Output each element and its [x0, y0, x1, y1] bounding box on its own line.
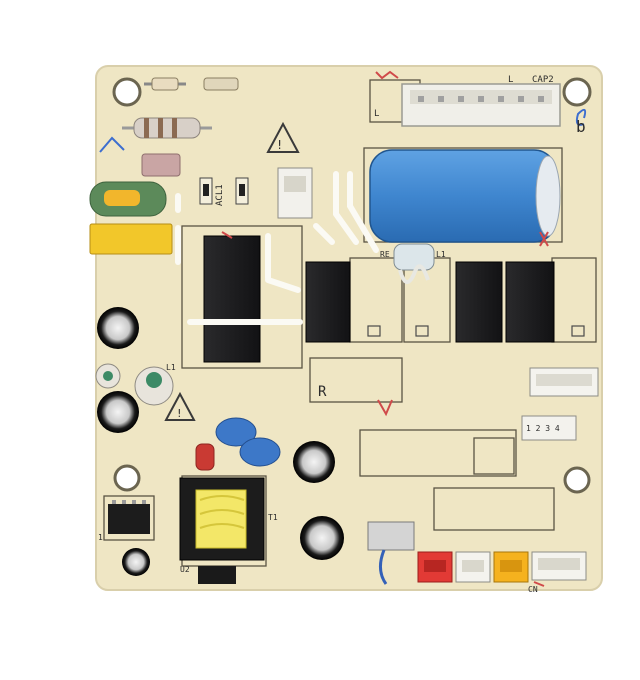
main-relay	[203, 235, 261, 363]
label-re: RE	[380, 250, 390, 259]
wire-lug	[393, 243, 435, 284]
red-connector	[417, 551, 453, 583]
label-cap2: CAP2	[532, 75, 554, 85]
y-capacitor-1	[215, 417, 257, 447]
top-header-connector	[401, 83, 561, 127]
y-capacitor-2	[239, 437, 281, 467]
small-transistors	[199, 177, 249, 205]
power-resistor	[122, 117, 212, 139]
blue-run-capacitor	[369, 149, 561, 243]
small-inductor	[95, 363, 121, 389]
white-connector-right-1	[529, 367, 599, 397]
label-pins: 1 2 3 4	[526, 424, 560, 433]
warning-triangle-left: !	[164, 391, 196, 421]
electrolytic-cap-2	[97, 391, 139, 433]
small-white-connector	[277, 167, 313, 219]
relay-symbols	[367, 325, 585, 337]
orange-connector	[493, 551, 529, 583]
transformer-t1	[179, 477, 265, 561]
red-resistor	[195, 443, 215, 471]
label-l-left: L	[374, 109, 379, 119]
relay-2	[455, 261, 503, 343]
label-l1-left: L1	[166, 363, 176, 372]
label-r-mark: R	[318, 384, 327, 400]
mounting-hole-top-right	[562, 77, 592, 107]
inductor-l1	[134, 366, 174, 406]
label-u2: U2	[180, 565, 190, 574]
label-l-top: L	[508, 75, 513, 85]
blue-wire	[379, 549, 388, 585]
resistor-top-1	[144, 77, 186, 91]
label-mark-b: b	[576, 117, 586, 136]
svg-text:!: !	[176, 407, 183, 420]
electrolytic-cap-4	[300, 516, 344, 560]
white-connector-bottom	[455, 551, 491, 583]
label-cn: CN	[528, 585, 538, 594]
label-t1: T1	[268, 513, 278, 522]
blue-pen-mark	[575, 108, 587, 126]
yellow-x-capacitor	[89, 223, 173, 255]
pin-header-1234	[521, 415, 577, 441]
electrolytic-cap-3	[293, 441, 335, 483]
mounting-hole-mid-left	[113, 464, 141, 492]
blue-wire-mark	[99, 136, 125, 153]
mounting-hole-mid-right	[563, 466, 591, 494]
label-one: 1	[98, 533, 103, 542]
bottom-left-ic	[108, 500, 150, 534]
mounting-holes	[112, 77, 592, 494]
grey-connector	[367, 521, 415, 551]
label-l1-mid: L1	[436, 250, 446, 259]
pink-fuse	[141, 153, 181, 177]
mounting-hole-top-left	[112, 77, 142, 107]
relay-1	[305, 261, 351, 343]
electrolytic-cap-1	[97, 307, 139, 349]
label-acl: ACL1	[215, 184, 225, 206]
resistor-top-2	[203, 77, 239, 91]
green-varistor	[89, 181, 167, 217]
white-jumper-wires	[175, 171, 379, 325]
electrolytic-cap-5	[122, 548, 150, 576]
white-connector-cn	[531, 551, 587, 581]
relay-3	[505, 261, 555, 343]
warning-triangle-top: !	[266, 121, 300, 153]
ic-u2	[198, 566, 236, 584]
svg-text:!: !	[276, 138, 283, 152]
red-ink-marks	[221, 70, 549, 587]
